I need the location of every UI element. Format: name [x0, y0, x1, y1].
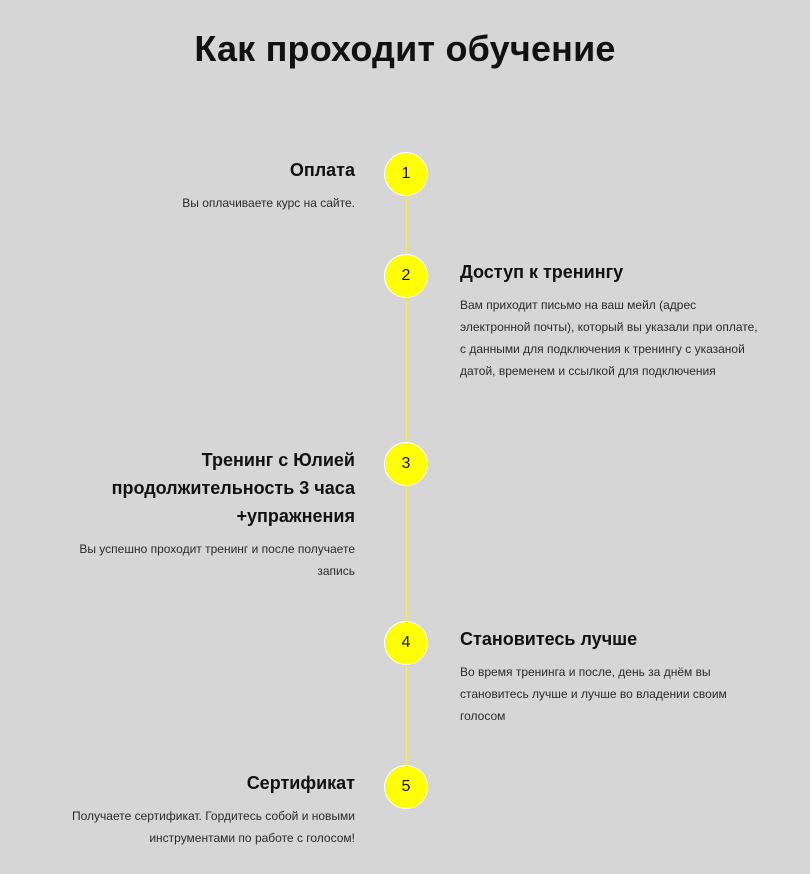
step-title: Оплата [289, 160, 355, 180]
step-number-badge: 4 [384, 621, 428, 665]
step-title: Становитесь лучше [460, 629, 638, 649]
step-description: Вы успешно проходит тренинг и после полу… [79, 542, 355, 578]
step-title: Тренинг с Юлией продолжительность 3 часа… [111, 450, 355, 526]
step-description: Вы оплачиваете курс на сайте. [182, 196, 355, 210]
step-description: Вам приходит письмо на ваш мейл (адрес э… [460, 298, 758, 378]
step-number-badge: 3 [384, 442, 428, 486]
step-description: Получаете сертификат. Гордитесь собой и … [71, 809, 355, 845]
step-number-badge: 2 [384, 254, 428, 298]
step-number-badge: 1 [384, 152, 428, 196]
step-title: Сертификат [246, 773, 355, 793]
step-number-badge: 5 [384, 765, 428, 809]
page-title: Как проходит обучение [194, 28, 616, 70]
step-title: Доступ к тренингу [460, 262, 624, 282]
step-description: Во время тренинга и после, день за днём … [460, 665, 727, 723]
